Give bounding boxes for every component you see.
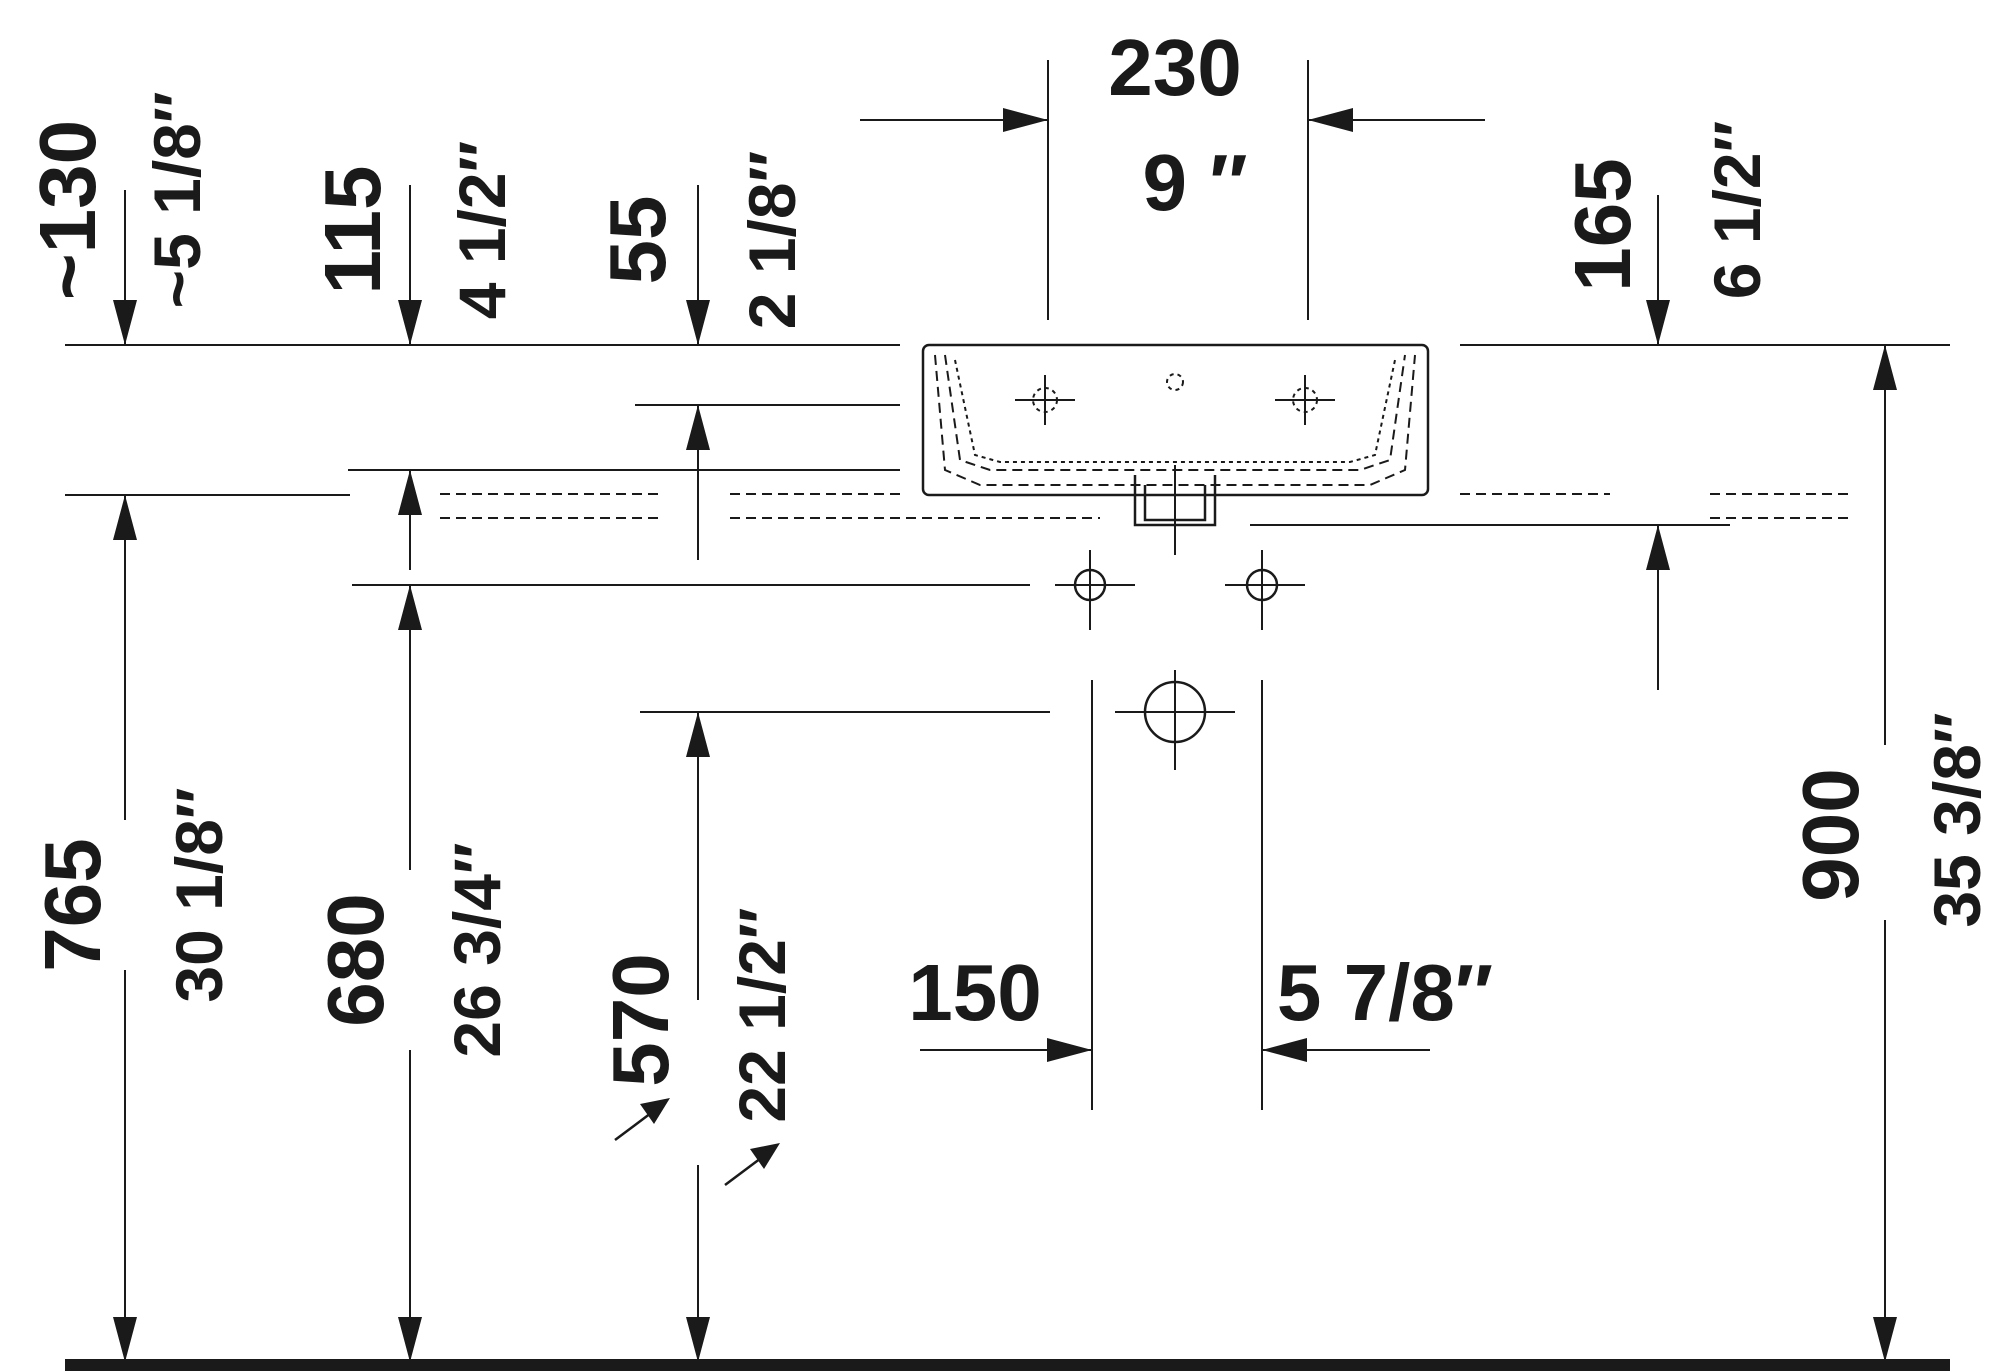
dim-230: 230 9 ″ <box>860 23 1485 320</box>
dim-115-mm: 115 <box>308 165 397 294</box>
dim-570-inch: 22 1/2″ <box>725 907 799 1122</box>
dim-765: 765 30 1/8″ <box>28 495 236 1362</box>
dim-165-inch: 6 1/2″ <box>1700 121 1774 299</box>
dim-680: 680 26 3/4″ <box>311 469 1030 1362</box>
dim-900-mm: 900 <box>1786 768 1875 901</box>
dim-680-inch: 26 3/4″ <box>440 842 514 1057</box>
dim-900-inch: 35 3/8″ <box>1920 712 1994 927</box>
dim-130-inch: ~5 1/8″ <box>140 92 214 309</box>
dim-680-mm: 680 <box>311 893 400 1026</box>
dim-165: 165 6 1/2″ <box>1558 121 1774 690</box>
dim-165-mm: 165 <box>1558 158 1647 291</box>
dim-230-inch: 9 ″ <box>1142 138 1247 227</box>
dim-570-mm: 570 <box>596 953 685 1086</box>
dim-130: ~130 ~5 1/8″ <box>23 92 350 496</box>
dim-130-mm: ~130 <box>23 120 112 300</box>
dim-150-inch: 5 7/8″ <box>1277 948 1493 1037</box>
dim-900: 900 35 3/8″ <box>1786 345 1994 1362</box>
basin <box>921 343 1430 555</box>
dim-55-inch: 2 1/8″ <box>735 151 809 329</box>
dim-230-mm: 230 <box>1108 23 1241 112</box>
dim-115-inch: 4 1/2″ <box>445 141 519 319</box>
overflow-hole-icon <box>1166 373 1184 391</box>
dim-765-mm: 765 <box>28 838 117 971</box>
dim-570: 570 22 1/2″ <box>596 711 1050 1362</box>
hidden-lines <box>440 493 1850 526</box>
dim-150: 150 5 7/8″ <box>908 680 1493 1110</box>
supply-connections <box>1055 550 1305 770</box>
dim-115: 115 4 1/2″ <box>308 141 519 345</box>
dim-150-mm: 150 <box>908 948 1041 1037</box>
dim-55-mm: 55 <box>593 196 682 285</box>
dim-55: 55 2 1/8″ <box>593 151 900 560</box>
dim-765-inch: 30 1/8″ <box>162 787 236 1002</box>
